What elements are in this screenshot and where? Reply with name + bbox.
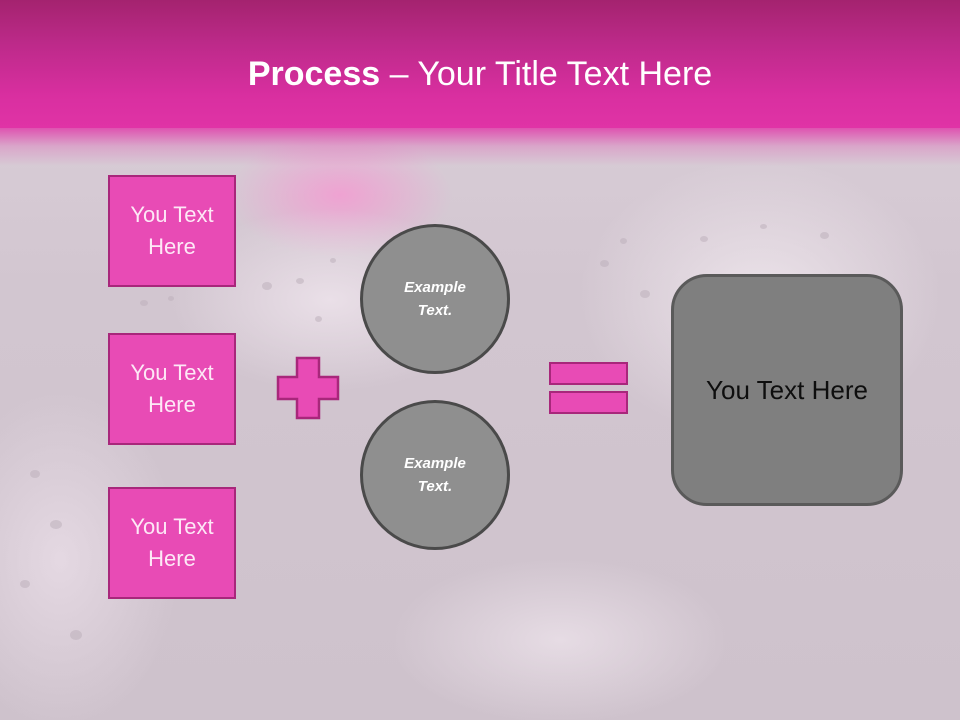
water-drop xyxy=(70,630,82,640)
water-drop xyxy=(315,316,322,322)
circle-label: Example Text. xyxy=(404,279,466,319)
input-box-label: You Text Here xyxy=(130,202,214,259)
input-box-label: You Text Here xyxy=(130,514,214,571)
title-bar xyxy=(0,0,960,128)
water-drop xyxy=(600,260,609,267)
water-drop xyxy=(760,224,767,229)
title-bar-fade xyxy=(0,126,960,166)
result-label: You Text Here xyxy=(706,374,868,405)
plus-icon xyxy=(276,356,340,420)
example-circle-2[interactable]: Example Text. xyxy=(360,400,510,550)
water-drop xyxy=(330,258,336,263)
water-drop xyxy=(50,520,62,529)
water-drop xyxy=(620,238,627,244)
result-box[interactable]: You Text Here xyxy=(671,274,903,506)
water-drop xyxy=(640,290,650,298)
example-circle-1[interactable]: Example Text. xyxy=(360,224,510,374)
slide-title: Process – Your Title Text Here xyxy=(0,52,960,96)
water-drop xyxy=(700,236,708,242)
equals-bar-top xyxy=(549,362,628,385)
water-drop xyxy=(820,232,829,239)
input-box-2[interactable]: You Text Here xyxy=(108,333,236,445)
equals-bar-bottom xyxy=(549,391,628,414)
water-drop xyxy=(20,580,30,588)
input-box-1[interactable]: You Text Here xyxy=(108,175,236,287)
water-drop xyxy=(262,282,272,290)
title-bold: Process xyxy=(247,55,381,93)
water-drop xyxy=(296,278,304,284)
title-rest: – Your Title Text Here xyxy=(380,55,713,93)
input-box-label: You Text Here xyxy=(130,360,214,417)
water-drop xyxy=(168,296,174,301)
water-drop xyxy=(30,470,40,478)
input-box-3[interactable]: You Text Here xyxy=(108,487,236,599)
water-drop xyxy=(140,300,148,306)
circle-label: Example Text. xyxy=(404,455,466,495)
